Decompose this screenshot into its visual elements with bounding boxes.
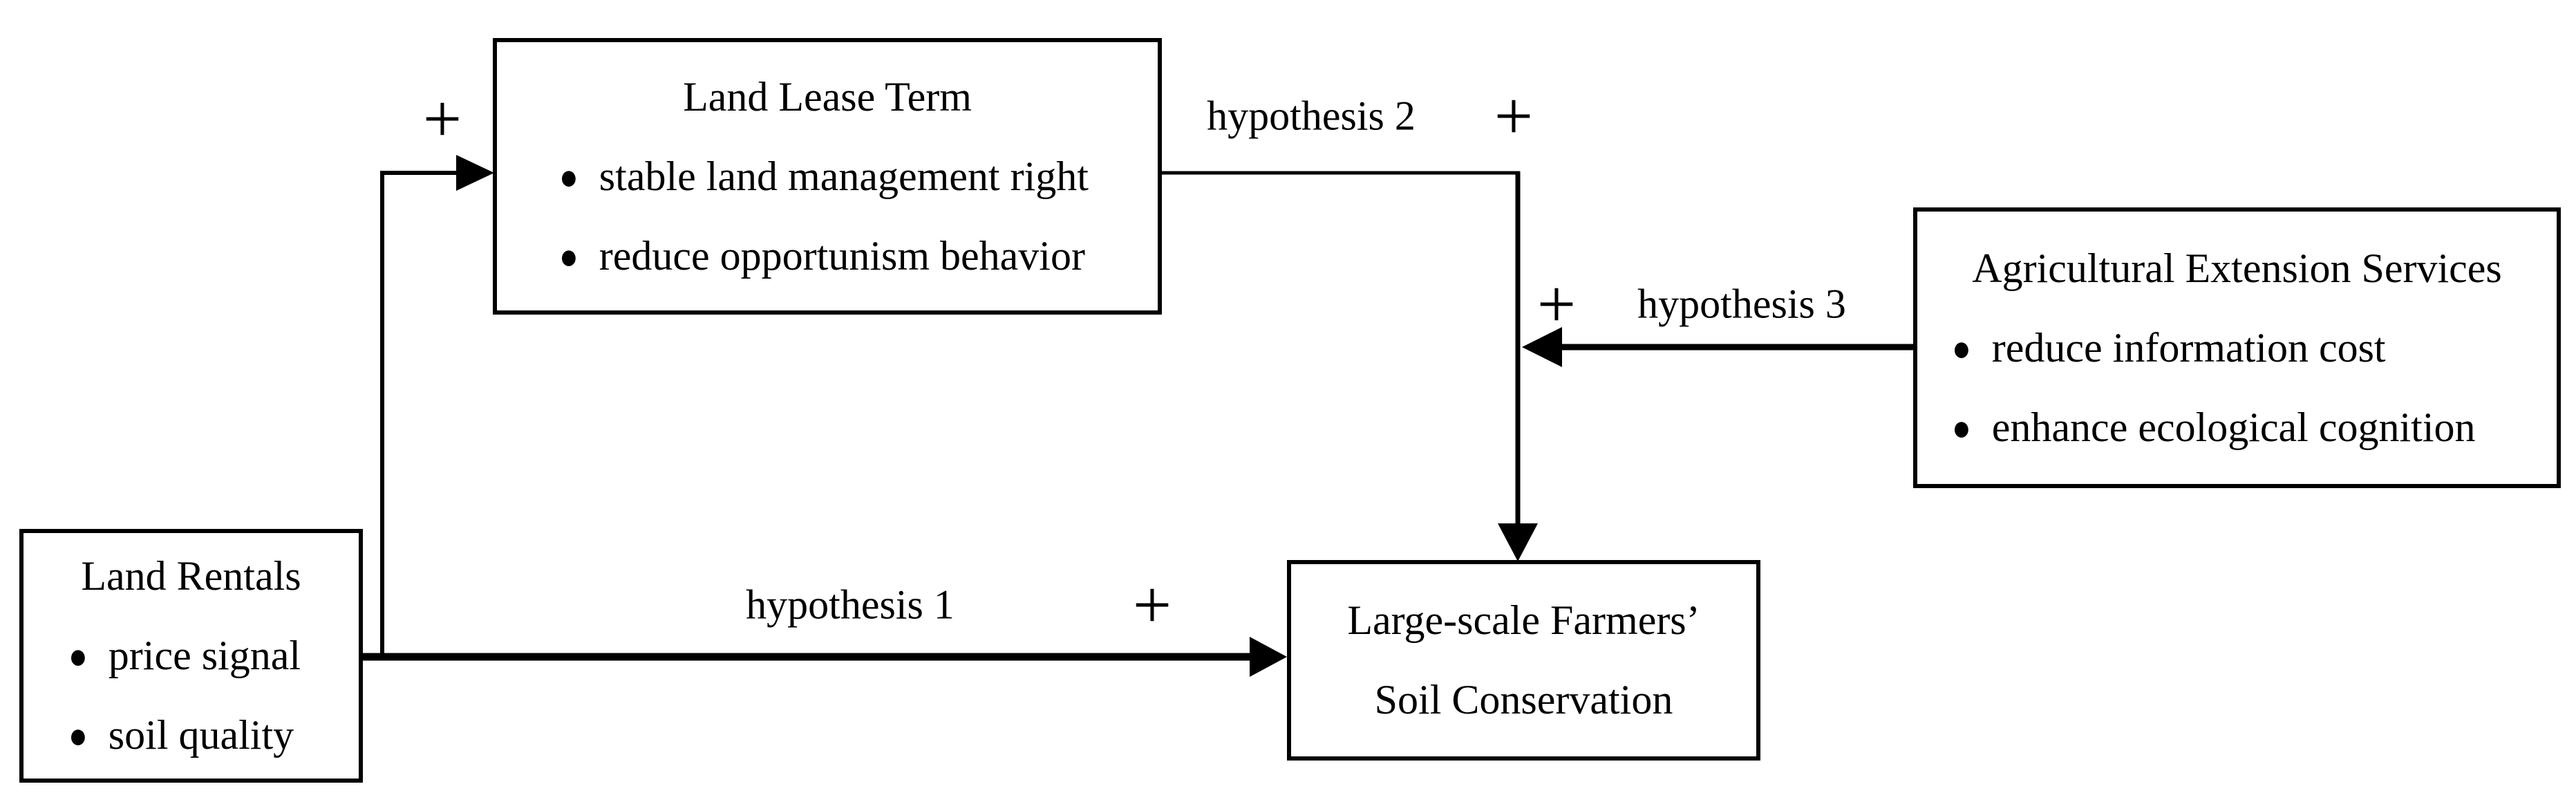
plus-sign-hypothesis-3: + — [1536, 265, 1577, 342]
bullet-item: ● soil quality — [23, 696, 359, 775]
hypothesis-3-label: hypothesis 3 — [1637, 281, 1846, 327]
bullet-item: ● price signal — [23, 616, 359, 696]
plus-sign-hypothesis-1: + — [1132, 566, 1172, 643]
bullet-marker-icon: ● — [1952, 327, 1971, 369]
bullet-marker-icon: ● — [559, 235, 579, 277]
bullet-item: ● enhance ecological cognition — [1917, 388, 2557, 467]
land-rentals-box: Land Rentals ● price signal ● soil quali… — [19, 529, 363, 783]
bullet-item: ● reduce information cost — [1917, 308, 2557, 388]
bullet-text: reduce opportunism behavior — [599, 232, 1085, 279]
plus-sign-hypothesis-2: + — [1494, 77, 1534, 154]
box-title: Land Lease Term — [683, 73, 972, 120]
plus-sign-lease-arrow: + — [422, 80, 462, 157]
bullet-text: enhance ecological cognition — [1991, 404, 2476, 450]
bullet-marker-icon: ● — [559, 156, 579, 197]
bullet-text: stable land management right — [599, 153, 1089, 199]
bullet-marker-icon: ● — [68, 635, 88, 676]
bullet-item: ● reduce opportunism behavior — [497, 216, 1158, 296]
hypothesis-2-label: hypothesis 2 — [1207, 93, 1416, 139]
soil-conservation-box: Large-scale Farmers’ Soil Conservation — [1287, 560, 1760, 761]
box-title-line1: Large-scale Farmers’ — [1347, 597, 1700, 643]
rentals-to-lease-arrowhead-icon — [456, 155, 494, 191]
bullet-text: reduce information cost — [1991, 324, 2386, 371]
hypothesis3-arrowhead-icon — [1522, 327, 1562, 367]
bullet-text: price signal — [108, 633, 301, 678]
hypothesis1-arrowhead-icon — [1250, 637, 1287, 677]
bullet-marker-icon: ● — [1952, 407, 1971, 448]
bullet-marker-icon: ● — [68, 715, 88, 756]
box-title: Land Rentals — [81, 553, 301, 599]
bullet-item: ● stable land management right — [497, 137, 1158, 216]
box-title: Agricultural Extension Services — [1972, 245, 2502, 291]
box-title-line2: Soil Conservation — [1374, 677, 1673, 723]
agricultural-extension-services-box: Agricultural Extension Services ● reduce… — [1913, 207, 2561, 488]
hypothesis-1-label: hypothesis 1 — [746, 581, 955, 628]
bullet-text: soil quality — [108, 712, 294, 758]
hypothesis2-arrowhead-icon — [1498, 523, 1538, 561]
land-lease-term-box: Land Lease Term ● stable land management… — [493, 38, 1162, 315]
